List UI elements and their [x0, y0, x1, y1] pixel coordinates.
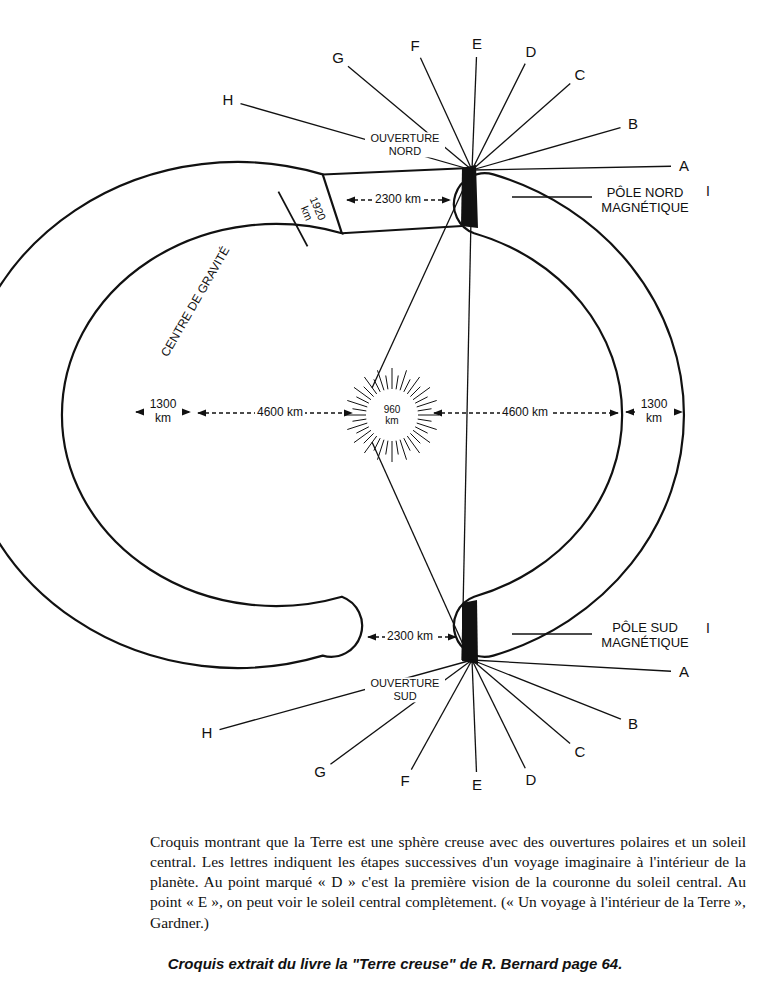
sun-ray — [400, 440, 406, 460]
dimension-label: 2300 km — [373, 193, 423, 207]
sun-ray — [356, 397, 368, 403]
sun-ray — [374, 379, 380, 391]
stage-letter: C — [575, 66, 586, 83]
sun-ray — [377, 370, 383, 390]
leader-line — [220, 660, 472, 730]
dimension-label: 1300 km — [635, 398, 673, 426]
stage-letter: G — [314, 763, 326, 780]
leader-line — [330, 660, 472, 764]
stage-leaders — [220, 57, 671, 772]
sun-ray — [407, 436, 419, 453]
leader-line — [472, 64, 525, 170]
pole-label: PÔLE NORD MAGNÉTIQUE — [594, 186, 696, 216]
leader-line — [240, 104, 472, 170]
sun-ray — [417, 400, 437, 406]
sun-ray — [347, 400, 367, 406]
sun-ray — [347, 423, 367, 429]
dimension-label: 4600 km — [255, 406, 305, 420]
sun-ray — [374, 438, 380, 450]
sun-ray — [354, 387, 371, 399]
sun-size: 960 km — [380, 404, 404, 426]
leader-line — [472, 660, 570, 744]
sun-ray — [386, 441, 388, 455]
sun-ray — [417, 423, 437, 429]
pole-mark: I — [706, 620, 710, 636]
shell-right — [454, 173, 684, 657]
sun-ray — [407, 377, 419, 394]
leader-line — [348, 66, 472, 170]
sun-ray — [354, 430, 371, 442]
dimension-lines — [136, 200, 682, 637]
sun-ray — [418, 419, 432, 421]
stage-letter: A — [679, 157, 689, 174]
stage-letter: B — [628, 115, 638, 132]
leader-line — [472, 128, 621, 170]
leader-line — [472, 660, 621, 719]
stage-letter: E — [472, 776, 482, 793]
sun-ray — [396, 441, 398, 455]
shell-label: CENTRE DE GRAVITÉ — [159, 245, 233, 360]
opening-edge — [462, 600, 478, 664]
pole-mark: I — [706, 183, 710, 199]
opening-label: OUVERTURE SUD — [365, 677, 445, 702]
stage-letter: F — [400, 772, 409, 789]
pole-label: PÔLE SUD MAGNÉTIQUE — [594, 621, 696, 651]
stage-letter: A — [679, 663, 689, 680]
sun-ray — [392, 441, 393, 462]
stage-letter: F — [410, 37, 419, 54]
sun-ray — [404, 379, 410, 391]
sun-ray — [377, 440, 383, 460]
sun-ray — [392, 368, 393, 389]
sun-ray — [404, 438, 410, 450]
leader-line — [472, 166, 671, 170]
leader-line — [472, 660, 671, 671]
sun-ray — [415, 427, 427, 433]
sun-ray — [386, 375, 388, 389]
source-note: Croquis extrait du livre la "Terre creus… — [168, 955, 623, 972]
sun-ray — [364, 377, 376, 394]
sun-ray — [415, 397, 427, 403]
leader-line — [472, 84, 570, 170]
sun-ray — [413, 430, 430, 442]
leader-line — [472, 57, 476, 170]
stage-letter: E — [472, 35, 482, 52]
stage-letter: D — [526, 771, 537, 788]
sun-ray — [413, 387, 430, 399]
sun-ray — [418, 409, 432, 411]
sun-ray — [345, 415, 366, 416]
opening-label: OUVERTURE NORD — [365, 132, 445, 157]
sun-ray — [396, 375, 398, 389]
leader-line — [472, 660, 476, 772]
stage-letter: C — [575, 743, 586, 760]
sun-rays — [345, 368, 439, 462]
stage-letter: D — [526, 43, 537, 60]
sun-ray — [352, 409, 366, 411]
sun-ray — [364, 436, 376, 453]
sun-ray — [400, 370, 406, 390]
shell-left — [0, 162, 362, 668]
central-sun: 960 km — [369, 392, 415, 438]
dimension-label: 4600 km — [500, 406, 550, 420]
leader-line — [472, 660, 525, 768]
passage-wall — [323, 168, 470, 174]
dimension-label: 1300 km — [144, 398, 182, 426]
sun-ray — [352, 419, 366, 421]
figure-caption: Croquis montrant que la Terre est une sp… — [150, 832, 746, 933]
sun-ray — [418, 415, 439, 416]
sun-ray — [356, 427, 368, 433]
dimension-label: 2300 km — [385, 630, 435, 644]
stage-letter: G — [332, 49, 344, 66]
stage-letter: H — [223, 91, 234, 108]
sight-lines — [372, 170, 472, 660]
stage-letter: B — [628, 715, 638, 732]
stage-letter: H — [202, 724, 213, 741]
